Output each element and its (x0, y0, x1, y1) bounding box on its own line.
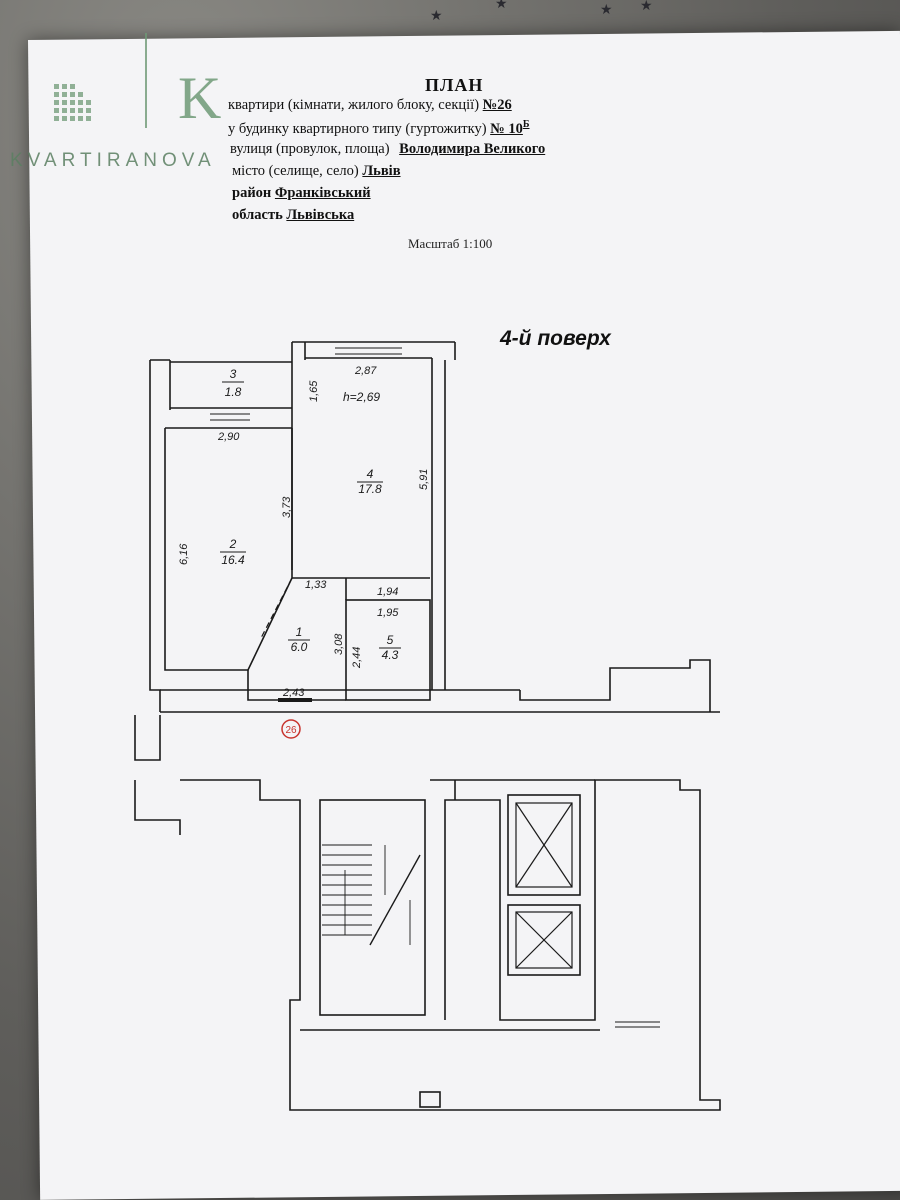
watermark-brand: KVARTIRANOVA (10, 150, 216, 171)
dim-label: 6,16 (178, 543, 190, 565)
room-area: 6.0 (291, 640, 308, 654)
dim-label: 2,90 (217, 431, 240, 443)
dim-label: 3,73 (281, 496, 293, 518)
city-label: місто (селище, село) (232, 163, 359, 179)
street-label: вулиця (провулок, площа) (230, 141, 390, 157)
room-area: 17.8 (358, 482, 382, 496)
region-label: область (232, 207, 283, 223)
star-decoration: ★ (430, 9, 443, 24)
district-value: Франківський (274, 185, 371, 201)
dim-label: 1,94 (377, 586, 398, 598)
ceiling-height: h=2,69 (343, 390, 380, 404)
header-line-building: у будинку квартирного типу (гуртожитку) … (228, 119, 530, 138)
room-number: 2 (229, 537, 237, 551)
star-decoration: ★ (495, 0, 508, 12)
room-area: 4.3 (382, 648, 399, 662)
document-title: ПЛАН (425, 75, 484, 95)
district-label: район (232, 185, 272, 201)
star-decoration: ★ (640, 0, 653, 14)
dim-label: 2,43 (282, 687, 305, 699)
region-value: Львівська (286, 207, 355, 223)
dimension-labels: 2,87 h=2,69 2,90 1,33 1,94 1,95 2,43 1,6… (178, 365, 430, 699)
staircase (322, 844, 421, 946)
building-label: у будинку квартирного типу (гуртожитку) (228, 120, 487, 137)
dim-label: 1,65 (308, 380, 320, 402)
plan-windows (210, 341, 660, 1028)
dim-label: 1,95 (377, 607, 399, 619)
city-value: Львів (362, 163, 401, 179)
door-swing (259, 577, 293, 641)
apartment-number: №26 (482, 97, 512, 113)
apartment-marker-number: 26 (285, 725, 297, 736)
room-area: 1.8 (225, 385, 242, 399)
dim-label: 2,44 (351, 647, 363, 669)
building-logo-icon: K (54, 33, 221, 131)
dim-label: 2,87 (354, 365, 377, 377)
dim-label: 5,91 (418, 469, 430, 490)
room-number: 4 (367, 467, 374, 481)
room-number: 3 (230, 367, 237, 381)
floor-label: 4-й поверх (500, 327, 611, 350)
plan-walls (134, 341, 721, 1111)
dim-label: 1,33 (305, 579, 327, 591)
building-suffix: Б (522, 119, 530, 130)
building-number: № 10 (490, 120, 523, 137)
header-line-city: місто (селище, село) Львів (232, 163, 401, 180)
scale-label: Масштаб 1:100 (408, 236, 493, 251)
room-labels: 3 1.8 2 16.4 4 17.8 1 6.0 5 4.3 (220, 367, 401, 662)
apartment-marker-circle (281, 719, 301, 739)
header-line-street: вулиця (провулок, площа) Володимира Вели… (230, 141, 545, 158)
header-line-apartment: квартири (кімнати, жилого блоку, секції)… (228, 97, 512, 114)
room-number: 1 (296, 625, 303, 639)
elevator-shafts (515, 802, 573, 969)
room-area: 16.4 (221, 553, 245, 567)
apartment-label: квартири (кімнати, жилого блоку, секції) (228, 97, 480, 113)
dim-label: 3,08 (333, 633, 345, 655)
watermark-logo: K (12, 28, 272, 178)
header-line-region: область Львівська (232, 207, 354, 224)
header-line-district: район Франківський (232, 185, 371, 202)
room-number: 5 (387, 633, 394, 647)
star-decoration: ★ (600, 3, 613, 18)
logo-letter: K (178, 65, 221, 131)
document-header: ПЛАН квартири (кімнати, жилого блоку, се… (0, 0, 900, 260)
street-value: Володимира Великого (399, 141, 546, 157)
